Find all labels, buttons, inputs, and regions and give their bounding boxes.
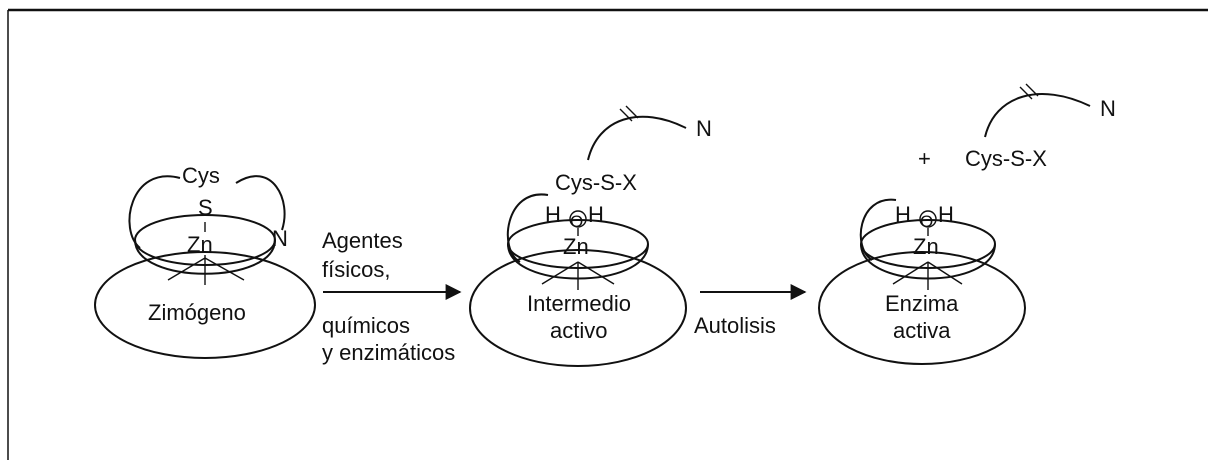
zymogen-s-text: S	[198, 195, 213, 220]
arrow-1-below-2: y enzimáticos	[322, 340, 455, 365]
zymogen-stage: Cys S Zn N Zimógeno	[94, 163, 316, 359]
active-h-right-text: H	[938, 202, 954, 227]
active-oxygen-circle	[919, 210, 937, 228]
arrow-autolysis: Autolisis	[694, 284, 807, 338]
intermediate-cup-lines	[541, 261, 615, 290]
intermediate-n-chain	[587, 115, 687, 161]
intermediate-n-text: N	[696, 116, 712, 141]
intermediate-h-left-text: H	[545, 202, 561, 227]
active-o-text: O	[920, 212, 933, 231]
active-n-chain	[984, 93, 1091, 138]
intermediate-cys-s-x-text: Cys-S-X	[555, 170, 637, 195]
active-cys-s-x-text: Cys-S-X	[965, 146, 1047, 171]
active-cleavage-mark	[1019, 83, 1039, 100]
intermediate-stage: Cys-S-X N H O H Zn Intermedio activo	[469, 105, 712, 367]
active-label-2: activa	[893, 318, 951, 343]
intermediate-chain-left	[506, 193, 549, 263]
intermediate-cleavage-mark	[619, 105, 639, 122]
intermediate-o-text: O	[570, 212, 583, 231]
active-n-text: N	[1100, 96, 1116, 121]
arrow-1-above-1: Agentes	[322, 228, 403, 253]
arrow-activation: Agentes físicos, químicos y enzimáticos	[322, 228, 462, 365]
active-zn-text: Zn	[913, 234, 939, 259]
zymogen-cys-text: Cys	[182, 163, 220, 188]
active-label-1: Enzima	[885, 291, 959, 316]
arrow-1-above-2: físicos,	[322, 257, 390, 282]
active-chain-left	[859, 198, 897, 261]
intermediate-zn-text: Zn	[563, 234, 589, 259]
zymogen-n-text: N	[272, 226, 288, 251]
active-outer-ellipse	[818, 251, 1026, 365]
zymogen-outer-ellipse	[94, 251, 316, 359]
zymogen-zn-text: Zn	[187, 232, 213, 257]
intermediate-label-2: activo	[550, 318, 607, 343]
intermediate-outer-ellipse	[469, 249, 687, 367]
intermediate-label-1: Intermedio	[527, 291, 631, 316]
active-cup-lines	[892, 261, 963, 290]
intermediate-h-right-text: H	[588, 202, 604, 227]
zymogen-label: Zimógeno	[148, 300, 246, 325]
arrow-1-below-1: químicos	[322, 313, 410, 338]
active-h-left-text: H	[895, 202, 911, 227]
zymogen-chain-right	[235, 175, 286, 231]
zymogen-chain-left	[128, 175, 181, 249]
arrow-2-below: Autolisis	[694, 313, 776, 338]
zymogen-cup-lines	[167, 255, 245, 285]
intermediate-oxygen-circle	[569, 210, 587, 228]
active-plus-text: +	[918, 146, 931, 171]
active-stage: H O H Zn Enzima activa + Cys-S-X N	[818, 83, 1116, 365]
